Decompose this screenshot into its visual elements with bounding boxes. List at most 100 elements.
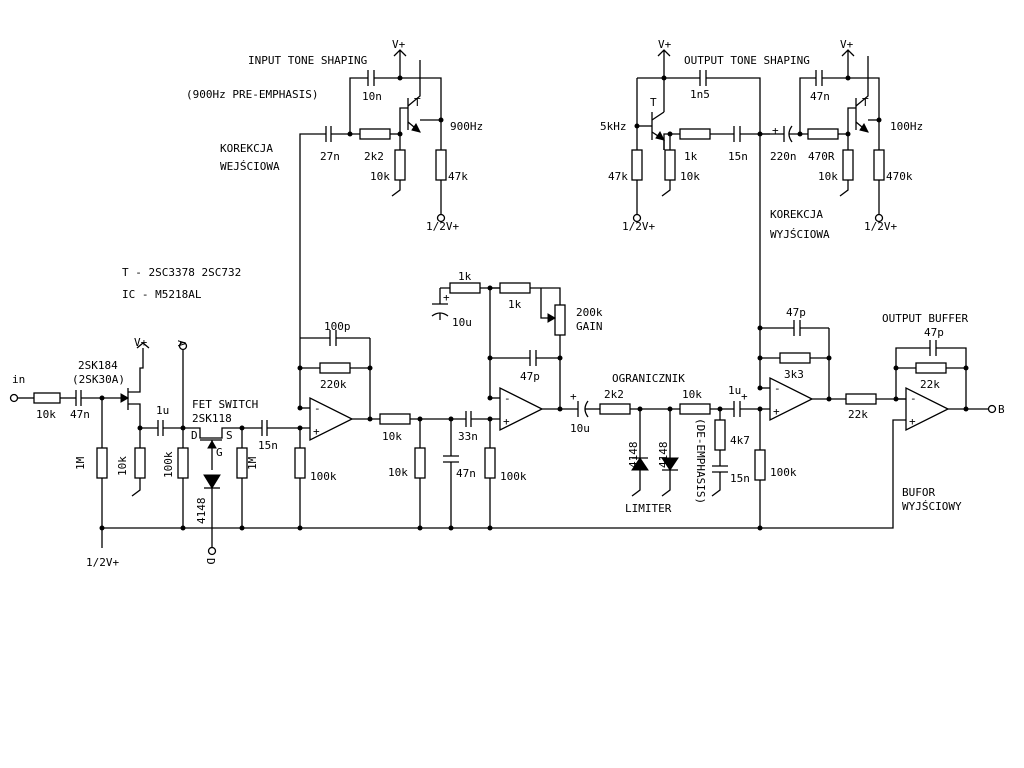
wire: [759, 133, 770, 388]
junction-dot: [436, 213, 446, 223]
component-value-label: 10k: [818, 170, 838, 183]
opamp-2: - + +: [431, 282, 578, 432]
label-t-2: T: [650, 96, 657, 109]
capacitor-10n: [367, 70, 375, 86]
resistor-22k-a: [845, 393, 877, 405]
wire: [839, 180, 849, 197]
symbol-shape: [547, 313, 557, 323]
label-pin-d: D: [191, 429, 198, 442]
symbol-shape: [905, 386, 950, 432]
label-5khz: 5kHz: [600, 120, 627, 133]
junction-dot: [893, 396, 899, 402]
symbol-shape: [203, 474, 221, 489]
junction-dot: [757, 131, 763, 137]
capacitor-47n-in: [75, 390, 82, 406]
label-node-b: B: [998, 403, 1005, 416]
component-value-label: -: [504, 392, 511, 405]
wire: [530, 287, 561, 305]
junction-dot: [661, 75, 667, 81]
component-value-label: 220n: [770, 150, 797, 163]
symbol-shape: [859, 123, 869, 133]
junction-dot: [557, 406, 563, 412]
component-value-label: 220k: [320, 378, 347, 391]
symbol-shape: [207, 439, 217, 449]
component-value-label: 1M: [246, 456, 259, 470]
wire: [128, 403, 141, 428]
resistor-10k-in: [33, 392, 61, 404]
component-value-label: 15n: [258, 439, 278, 452]
junction-dot: [893, 365, 899, 371]
component-value-label: 1M: [74, 456, 87, 470]
junction-dot: [367, 416, 373, 422]
component-value-label: 33n: [458, 430, 478, 443]
symbol-shape: [655, 131, 665, 141]
label-vplus-1: V+: [134, 336, 148, 349]
resistor-2k2: [359, 128, 391, 140]
fet-switch: [183, 427, 242, 556]
resistor-10k-op1: [379, 413, 411, 425]
capacitor-1u-a: [157, 420, 164, 436]
wire: [102, 470, 894, 529]
label-t-3: T: [862, 96, 869, 109]
label-limiter: LIMITER: [625, 502, 672, 515]
component-value-label: 47n: [70, 408, 90, 421]
resistor-3k3: [779, 352, 811, 364]
wire: [663, 133, 680, 150]
component-value-label: 10k: [388, 466, 408, 479]
resistor-100k-op3: [754, 449, 766, 481]
potentiometer-200k: [554, 304, 566, 336]
resistor-22k-fb: [915, 362, 947, 374]
junction-dot: [757, 355, 763, 361]
junction-dot: [487, 355, 493, 361]
label-half-v-4: 1/2V+: [864, 220, 897, 233]
component-value-label: +: [909, 415, 916, 428]
label-jfet-2: (2SK30A): [72, 373, 125, 386]
junction-dot: [634, 123, 640, 129]
resistor-2k2-lim: [599, 403, 631, 415]
component-value-label: 10k: [680, 170, 700, 183]
label-fet-part: 2SK118: [192, 412, 232, 425]
capacitor-15n-a: [261, 420, 268, 436]
resistor-47k-ts2: [631, 149, 643, 181]
component-value-label: -: [774, 382, 781, 395]
component-value-label: 10k: [370, 170, 390, 183]
resistor-470k: [873, 149, 885, 181]
symbol-shape: [411, 123, 421, 133]
label-half-v-2: 1/2V+: [426, 220, 459, 233]
output-tone-shaping: +: [631, 49, 885, 223]
component-value-label: 10n: [362, 90, 382, 103]
wire: [349, 77, 442, 134]
component-value-label: 100p: [324, 320, 351, 333]
component-value-label: +: [503, 415, 510, 428]
input-terminal: [9, 393, 19, 403]
parts-transistors: T - 2SC3378 2SC732: [122, 266, 241, 279]
wire: [631, 457, 648, 497]
component-value-label: 27n: [320, 150, 340, 163]
resistor-1k-ts2: [679, 128, 711, 140]
component-value-label: 1n5: [690, 88, 710, 101]
capacitor-1n5: [699, 70, 707, 86]
component-value-label: -: [314, 402, 321, 415]
component-value-label: 1k: [508, 298, 522, 311]
wire: [391, 180, 401, 197]
capacitor-47n-out: [815, 70, 823, 86]
component-value-label: 100k: [162, 451, 175, 478]
wire: [131, 478, 141, 497]
junction-dot: [826, 355, 832, 361]
label-bufor-1: BUFOR: [902, 486, 935, 499]
component-value-label: +: [741, 390, 748, 403]
wire: [892, 419, 906, 470]
korekcja-in-2: WEJŚCIOWA: [220, 160, 280, 173]
label-pin-s: S: [226, 429, 233, 442]
component-value-label: +: [772, 124, 779, 137]
label-output-buffer: OUTPUT BUFFER: [882, 312, 968, 325]
component-value-label: 1u: [728, 384, 741, 397]
wire: [637, 77, 761, 134]
korekcja-out-2: WYJŚCIOWA: [770, 228, 830, 241]
label-vplus-3: V+: [658, 38, 672, 51]
junction-dot: [487, 285, 493, 291]
label-in: in: [12, 373, 25, 386]
component-value-label: 3k3: [784, 368, 804, 381]
wire: [855, 56, 869, 107]
component-value-label: 2k2: [604, 388, 624, 401]
